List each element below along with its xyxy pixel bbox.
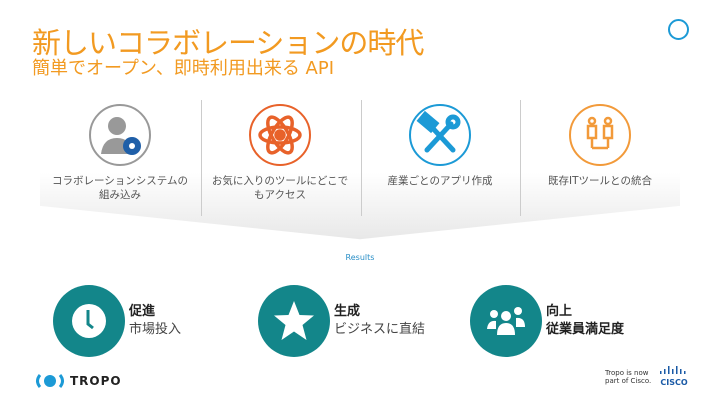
feature-integration: 既存ITツールとの統合 bbox=[520, 100, 680, 218]
group-icon bbox=[470, 285, 542, 357]
tropo-logo-icon bbox=[36, 374, 64, 388]
result-text: 市場投入 bbox=[129, 322, 182, 337]
page-subtitle: 簡単でオープン、即時利用出来る API bbox=[32, 58, 335, 79]
feature-apps: 産業ごとのアプリ作成 bbox=[360, 100, 520, 218]
star-icon bbox=[258, 285, 330, 357]
feature-embed: コラボレーションシステムの組み込み bbox=[40, 100, 200, 218]
cisco-text: CISCO bbox=[660, 378, 688, 387]
page-title: 新しいコラボレーションの時代 bbox=[32, 26, 424, 60]
result-title: 生成 bbox=[334, 304, 361, 319]
divider bbox=[361, 100, 362, 216]
divider bbox=[520, 100, 521, 216]
feature-label: コラボレーションシステムの組み込み bbox=[52, 175, 188, 201]
result-text: ビジネスに直結 bbox=[334, 322, 426, 337]
results-label: Results bbox=[345, 253, 375, 262]
feature-label: 既存ITツールとの統合 bbox=[548, 175, 652, 187]
user-gear-icon bbox=[89, 104, 151, 166]
feature-access: お気に入りのツールにどこでもアクセス bbox=[200, 100, 360, 218]
result-title: 促進 bbox=[129, 304, 156, 319]
cisco-note: Tropo is now part of Cisco. bbox=[605, 368, 652, 385]
result-text: 従業員満足度 bbox=[546, 322, 625, 337]
cisco-logo: CISCO bbox=[659, 366, 689, 387]
people-link-icon bbox=[569, 104, 631, 166]
clock-icon bbox=[53, 285, 125, 357]
result-item: 促進市場投入 bbox=[53, 285, 181, 357]
result-item: 向上従業員満足度 bbox=[470, 285, 624, 357]
cisco-bars-icon bbox=[660, 366, 686, 374]
feature-label: お気に入りのツールにどこでもアクセス bbox=[211, 175, 349, 201]
result-title: 向上 bbox=[546, 304, 573, 319]
result-item: 生成ビジネスに直結 bbox=[258, 285, 425, 357]
divider bbox=[201, 100, 202, 216]
tropo-logo: TROPO bbox=[34, 373, 122, 389]
tools-icon bbox=[409, 104, 471, 166]
feature-label: 産業ごとのアプリ作成 bbox=[387, 175, 493, 187]
cisco-badge: Tropo is now part of Cisco. CISCO bbox=[605, 366, 689, 387]
tropo-logo-text: TROPO bbox=[70, 374, 122, 388]
circle-icon bbox=[668, 19, 689, 40]
atom-cloud-icon bbox=[249, 104, 311, 166]
